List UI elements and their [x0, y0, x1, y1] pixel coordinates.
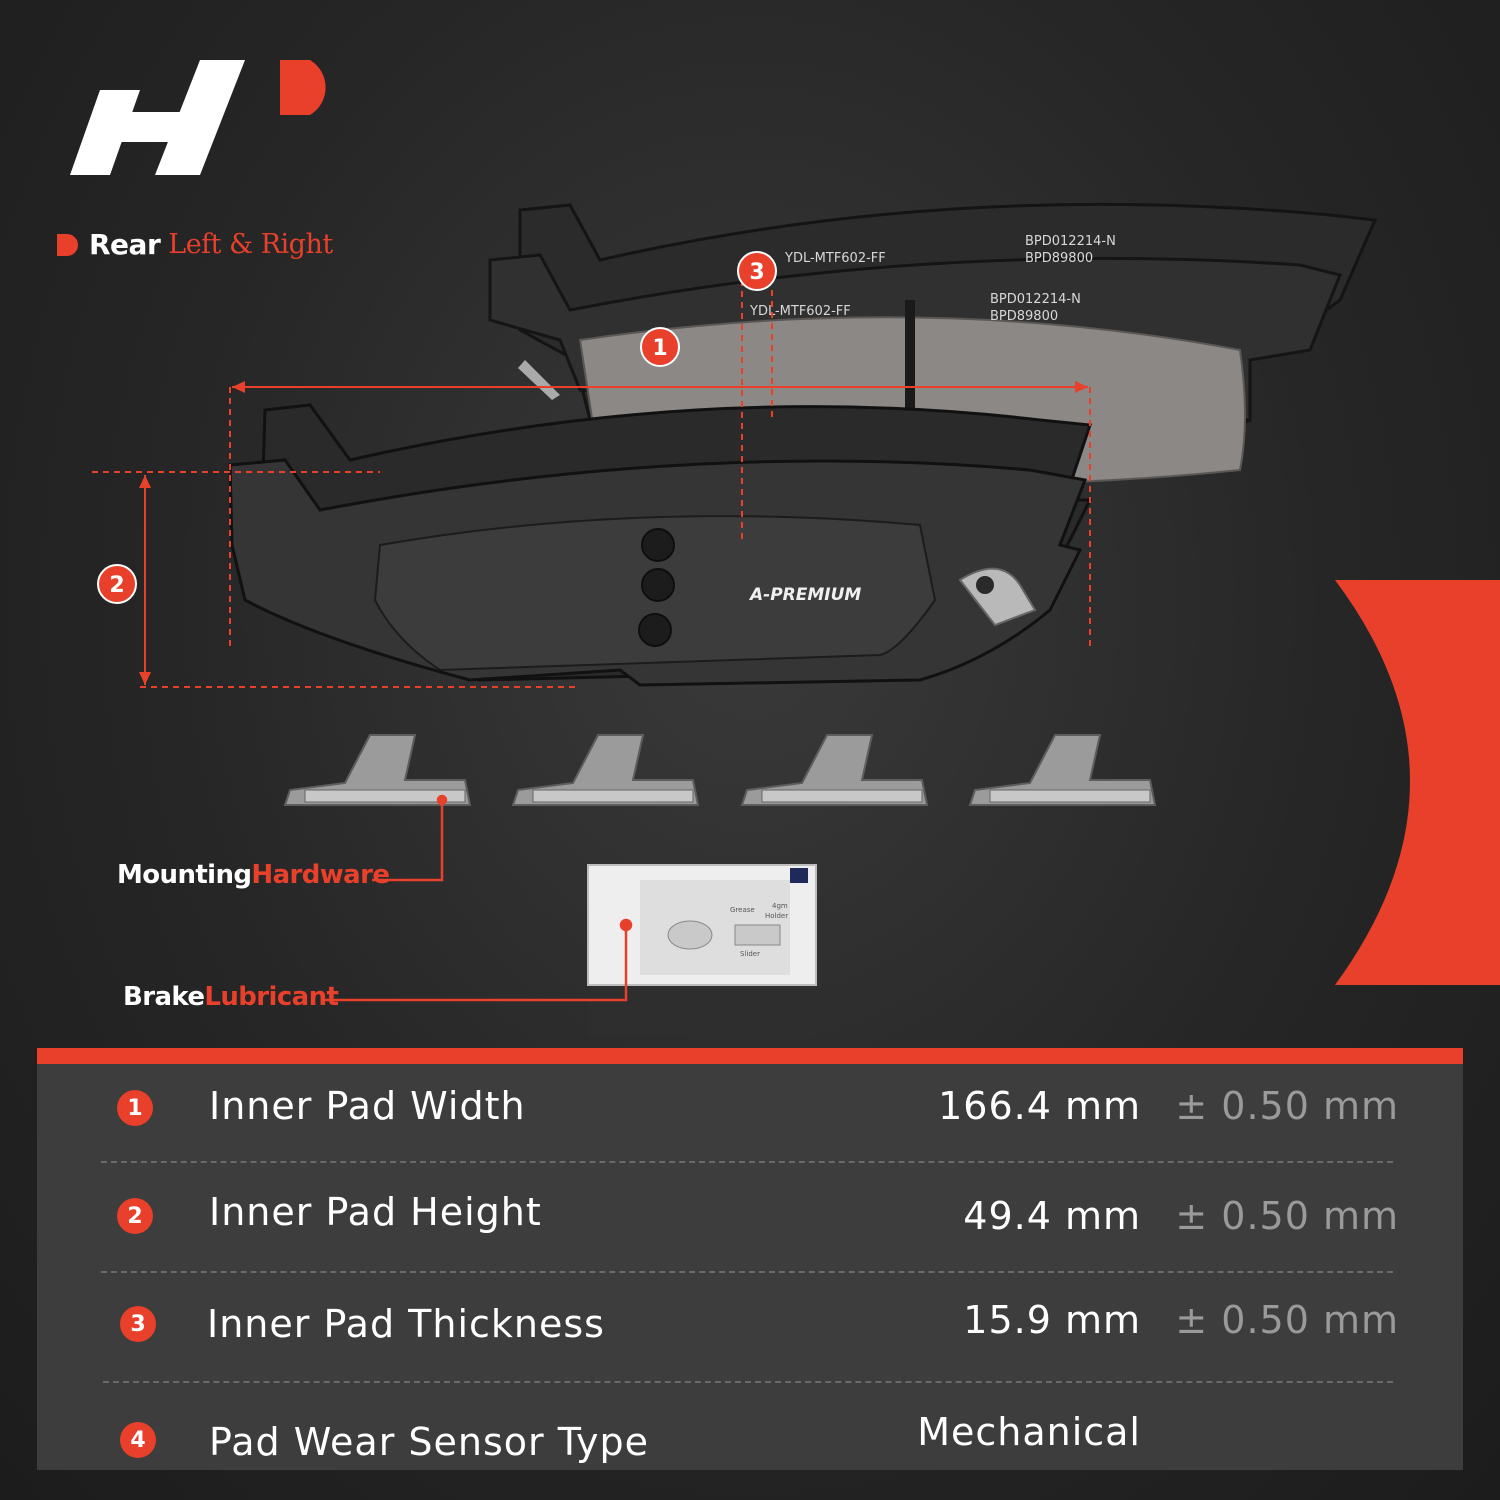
- mounting-hardware-label: MountingHardware: [117, 860, 390, 890]
- mounting-accent: Hardware: [251, 860, 390, 890]
- spec-row-sensor: 4 Pad Wear Sensor Type Mechanical: [37, 1386, 1463, 1486]
- brand-logo-icon: [70, 60, 326, 175]
- spec-value: 49.4 mm: [963, 1194, 1141, 1238]
- spec-table: 1 Inner Pad Width 166.4 mm ± 0.50 mm 2 I…: [37, 1048, 1463, 1470]
- spec-row-thickness: 3 Inner Pad Thickness 15.9 mm ± 0.50 mm: [37, 1280, 1463, 1380]
- spec-value: 15.9 mm: [963, 1298, 1141, 1342]
- spec-number-badge: 2: [117, 1198, 153, 1234]
- mounting-clips: [283, 734, 1157, 806]
- dimension-lines: [92, 280, 1091, 688]
- callout-leaders: [322, 794, 633, 1002]
- pad-print-code-back: YDL-MTF602-FF: [784, 251, 886, 266]
- spec-name: Pad Wear Sensor Type: [209, 1420, 650, 1464]
- position-word: Rear: [89, 228, 161, 261]
- spec-tolerance: ± 0.50 mm: [1175, 1298, 1399, 1342]
- row-divider: [101, 1161, 1393, 1163]
- spec-number-badge: 3: [120, 1306, 156, 1342]
- front-pad-pair: A-PREMIUM: [228, 360, 1093, 687]
- position-accent: Left & Right: [168, 229, 333, 260]
- image-badge-1: 1: [640, 327, 680, 367]
- packet-slider-text: Slider: [740, 950, 760, 958]
- spec-name: Inner Pad Thickness: [207, 1302, 605, 1346]
- image-badge-3: 3: [737, 251, 777, 291]
- spec-value: 166.4 mm: [938, 1084, 1141, 1128]
- spec-name: Inner Pad Width: [209, 1084, 526, 1128]
- packet-grease-text: Grease: [730, 906, 755, 914]
- image-badge-2: 2: [97, 564, 137, 604]
- pad-print-part2-back: BPD89800: [1025, 251, 1093, 266]
- spec-row-height: 2 Inner Pad Height 49.4 mm ± 0.50 mm: [37, 1172, 1463, 1272]
- packet-amount-text: 4gm: [772, 902, 788, 910]
- brake-pad-set-image: YDL-MTF602-FF BPD012214-N BPD89800 YDL-M…: [92, 202, 1378, 1035]
- position-subtitle: Rear Left & Right: [55, 228, 333, 261]
- spec-number-badge: 1: [117, 1090, 153, 1126]
- spec-row-width: 1 Inner Pad Width 166.4 mm ± 0.50 mm: [37, 1064, 1463, 1164]
- pad-print-part2-back2: BPD89800: [990, 309, 1058, 324]
- svg-text:3: 3: [749, 260, 764, 285]
- lubricant-packet: Grease 4gm Holder Slider: [587, 864, 817, 1035]
- pad-print-code-back2: YDL-MTF602-FF: [749, 304, 851, 319]
- lubricant-word: Brake: [123, 982, 205, 1012]
- row-divider: [103, 1381, 1393, 1383]
- spec-name: Inner Pad Height: [209, 1190, 542, 1234]
- svg-text:1: 1: [652, 336, 667, 361]
- pad-print-part-back: BPD012214-N: [1025, 234, 1116, 249]
- row-divider: [101, 1271, 1393, 1273]
- red-d-mark-icon: [57, 233, 78, 256]
- spec-value: Mechanical: [917, 1410, 1141, 1454]
- mounting-word: Mounting: [117, 860, 252, 890]
- pad-print-part-back2: BPD012214-N: [990, 292, 1081, 307]
- spec-tolerance: ± 0.50 mm: [1175, 1194, 1399, 1238]
- pad-brand-print: A-PREMIUM: [748, 585, 861, 605]
- brake-lubricant-label: BrakeLubricant: [123, 982, 339, 1012]
- lubricant-accent: Lubricant: [204, 982, 339, 1012]
- decorative-red-arc: [1335, 580, 1500, 985]
- packet-holder-text: Holder: [765, 912, 788, 920]
- svg-text:2: 2: [109, 573, 124, 598]
- spec-tolerance: ± 0.50 mm: [1175, 1084, 1399, 1128]
- spec-number-badge: 4: [120, 1422, 156, 1458]
